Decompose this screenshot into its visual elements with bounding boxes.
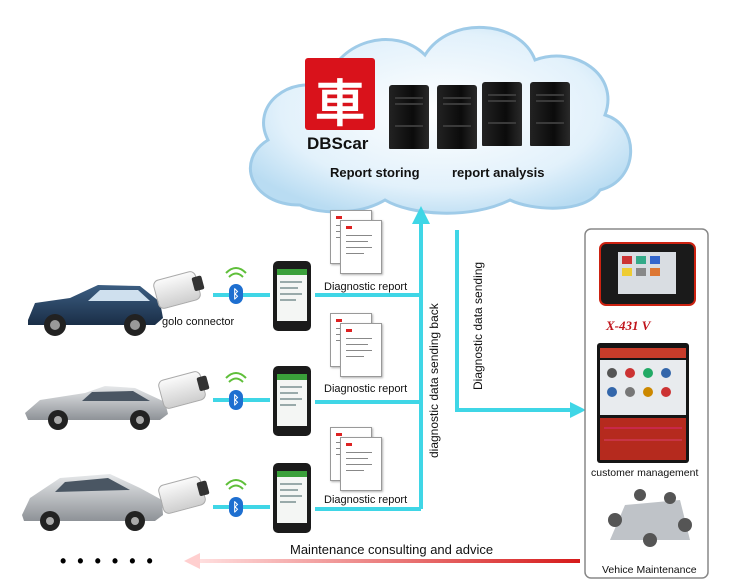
car-coupe xyxy=(25,386,168,430)
customer-management-image xyxy=(597,343,689,463)
server-icon xyxy=(530,82,570,146)
customer-management-label: customer management xyxy=(591,467,699,479)
bluetooth-icon: ᛒ xyxy=(229,284,243,304)
vehicle-maintenance-image xyxy=(596,488,694,560)
dbscar-logo-glyph: 車 xyxy=(315,74,365,133)
bluetooth-icon: ᛒ xyxy=(229,390,243,410)
report-analysis-label: report analysis xyxy=(452,165,545,180)
wifi-icons xyxy=(225,267,247,490)
diagnostic-report-label: Diagnostic report xyxy=(324,494,408,506)
server-icon xyxy=(482,82,522,146)
report-document-icon xyxy=(340,220,382,274)
flow-lines xyxy=(213,222,572,511)
device-name-label: X-431 V xyxy=(606,318,651,333)
maintenance-advice-label: Maintenance consulting and advice xyxy=(290,542,494,557)
car-suv xyxy=(28,285,163,336)
smartphone-icon xyxy=(273,366,311,436)
report-storing-label: Report storing xyxy=(330,165,420,180)
sending-back-label: diagnostic data sending back xyxy=(427,303,441,458)
bluetooth-icon: ᛒ xyxy=(229,497,243,517)
report-document-icon xyxy=(340,437,382,491)
brand-name: DBScar xyxy=(307,134,369,153)
dbscar-logo: 車 xyxy=(305,58,375,133)
server-icon xyxy=(437,85,477,149)
diagnostic-report-label: Diagnostic report xyxy=(324,281,408,293)
car-hatchback xyxy=(22,474,163,531)
smartphone-icon xyxy=(273,261,311,331)
more-vehicles-dots: • • • • • • xyxy=(60,551,156,571)
up-arrow-head xyxy=(412,206,430,224)
right-arrow-head xyxy=(570,402,586,418)
smartphone-icon xyxy=(273,463,311,533)
vehicle-maintenance-label: Vehice Maintenance xyxy=(602,564,697,576)
sending-label: Diagnostic data sending xyxy=(471,261,485,390)
x431-tablet-image xyxy=(599,242,696,306)
server-icon xyxy=(389,85,429,149)
diagnostic-report-label: Diagnostic report xyxy=(324,383,408,395)
maintenance-arrow xyxy=(184,553,580,569)
report-document-icon xyxy=(340,323,382,377)
golo-connector-label: golo connector xyxy=(162,316,235,328)
